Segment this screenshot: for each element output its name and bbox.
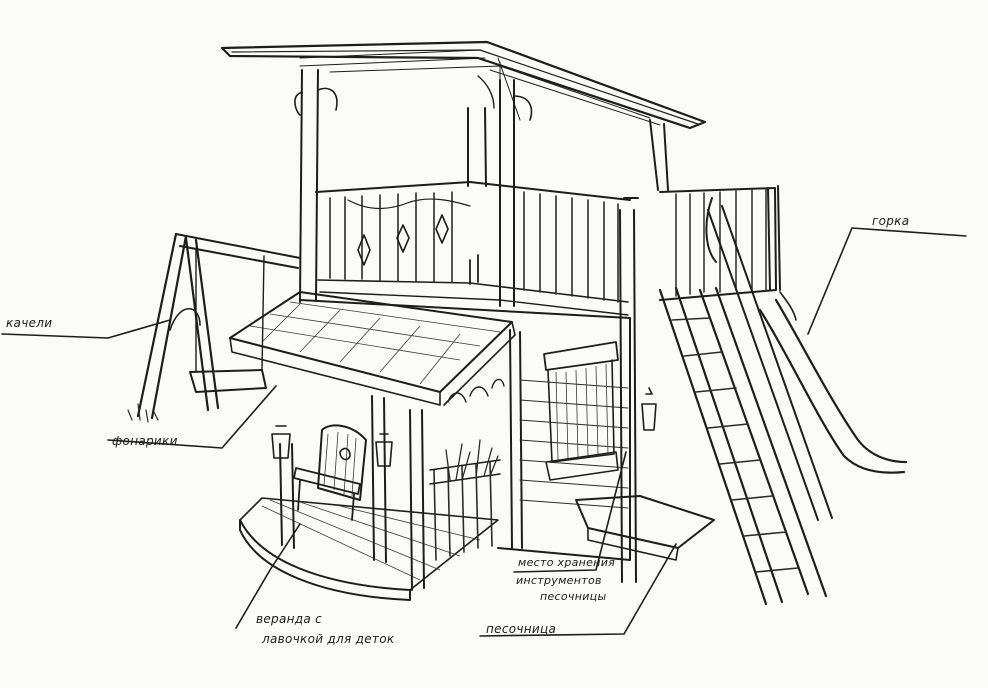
upper-posts (294, 69, 669, 307)
label-storage-line3: песочницы (540, 590, 607, 603)
label-sandbox: песочница (486, 622, 557, 636)
label-lanterns: фонарики (112, 434, 178, 448)
swing-frame (127, 232, 301, 423)
label-swing: качели (6, 316, 53, 330)
plants (445, 439, 499, 481)
window-awning (543, 341, 619, 481)
veranda-deck (239, 395, 501, 601)
lantern-right (375, 433, 393, 467)
label-storage-line2: инструментов (516, 574, 602, 587)
balcony-railing (315, 181, 631, 316)
sandbox (575, 495, 715, 561)
label-veranda-line2: лавочкой для деток (262, 632, 395, 646)
label-storage-line1: место хранения (518, 556, 616, 569)
lantern-left (271, 425, 291, 459)
leader-lines (1, 227, 967, 637)
ladder (658, 286, 828, 606)
house-body (299, 197, 639, 583)
wall-lantern (641, 387, 657, 431)
bench (293, 424, 367, 521)
roof (220, 40, 707, 130)
label-veranda-line1: веранда с (256, 612, 323, 626)
porch-roof (229, 291, 516, 406)
label-slide: горка (872, 214, 910, 228)
slide (707, 205, 908, 521)
